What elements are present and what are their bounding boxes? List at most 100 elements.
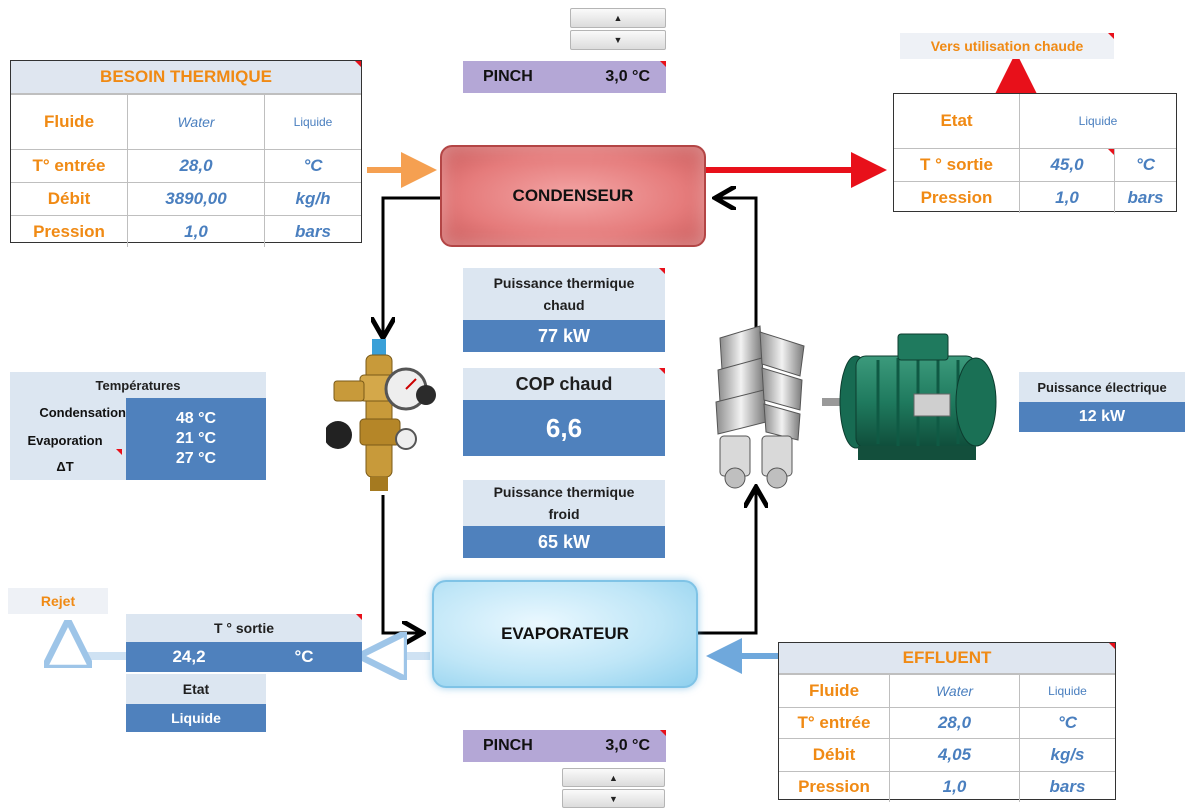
utilisation-pression-unit: bars [1114,182,1176,213]
effluent-debit-label: Débit [812,745,856,764]
effluent-title: EFFLUENT [779,643,1115,674]
besoin-fluide-state[interactable]: Liquide [264,95,361,149]
utilisation-table: Etat Liquide T ° sortie 45,0 °C Pression… [893,93,1177,213]
spinner-down-icon: ▼ [613,35,623,45]
table-row: Pression 1,0 bars [11,215,361,247]
puissance-chaud-line1: Puissance thermique [493,275,635,291]
effluent-temp-unit: °C [1019,708,1115,738]
pinch-bottom: PINCH 3,0 °C [463,730,666,762]
evaporateur-label: EVAPORATEUR [501,624,629,643]
effluent-table: EFFLUENT Fluide Water Liquide T° entrée … [778,642,1116,802]
effluent-pression-unit: bars [1019,772,1115,802]
table-row: Débit 4,05 kg/s [779,738,1115,771]
besoin-temp-unit: °C [264,150,361,182]
pinch-bottom-spinner-up[interactable]: ▲ [562,768,665,787]
besoin-debit-label: Débit [47,189,91,208]
utilisation-temp-unit: °C [1114,149,1176,181]
besoin-temp-value[interactable]: 28,0 [127,150,264,182]
besoin-temp-label: T° entrée [32,156,106,175]
rejet-tsortie-value[interactable]: 24,2 [172,647,206,666]
besoin-pression-label: Pression [33,221,105,241]
utilisation-pression-value[interactable]: 1,0 [1019,182,1114,213]
puissance-chaud-line2: chaud [543,297,585,313]
temp-condensation-value: 48 °C [175,410,217,427]
temp-flag [116,449,122,455]
puissance-froid-value: 65 kW [463,526,665,558]
effluent-fluide-state[interactable]: Liquide [1019,675,1115,707]
table-row: T° entrée 28,0 °C [779,707,1115,738]
table-row: T ° sortie 45,0 °C [894,148,1176,181]
effluent-fluide-value[interactable]: Water [889,675,1019,707]
pinch-top-value: 3,0 °C [605,68,650,85]
table-row: T° entrée 28,0 °C [11,149,361,182]
pinch-top: PINCH 3,0 °C [463,61,666,93]
temperatures-labels [10,398,126,480]
pinch-top-spinner-up[interactable]: ▲ [570,8,666,28]
rejet-tsortie-unit: °C [294,647,314,666]
besoin-thermique-title: BESOIN THERMIQUE [11,61,361,94]
utilisation-title: Vers utilisation chaude [900,33,1114,59]
utilisation-etat-value[interactable]: Liquide [1019,94,1176,148]
pinch-bottom-value: 3,0 °C [605,737,650,754]
besoin-pression-value[interactable]: 1,0 [127,216,264,247]
expansion-valve-icon [326,339,436,491]
rejet-title: Rejet [8,588,108,614]
temp-evaporation-label: Evaporation [27,433,103,448]
temperatures-title: Températures [10,372,266,398]
effluent-debit-unit: kg/s [1019,739,1115,771]
temp-delta-value: 27 °C [175,450,217,467]
temp-condensation-label: Condensation [39,405,126,420]
utilisation-title-text: Vers utilisation chaude [930,38,1084,54]
effluent-pression-value[interactable]: 1,0 [889,772,1019,802]
table-row: Fluide Water Liquide [11,94,361,149]
table-row: Fluide Water Liquide [779,674,1115,707]
besoin-pression-unit: bars [264,216,361,247]
besoin-debit-unit: kg/h [264,183,361,215]
temp-delta-label: ΔT [56,459,74,474]
loop-cond-to-valve [383,196,440,335]
cop-label: COP chaud [463,368,665,400]
pinch-bottom-label: PINCH [483,737,533,754]
pinch-bottom-spinner-down[interactable]: ▼ [562,789,665,808]
condenseur: CONDENSEUR [440,145,706,247]
screw-compressor-icon [715,325,805,489]
effluent-fluide-label: Fluide [808,681,860,700]
effluent-pression-label: Pression [798,777,870,796]
besoin-fluide-label: Fluide [43,112,95,131]
evaporateur: EVAPORATEUR [432,580,698,688]
temperatures-values: 48 °C 21 °C 27 °C [126,398,266,480]
besoin-thermique-table: BESOIN THERMIQUE Fluide Water Liquide T°… [10,60,362,247]
besoin-debit-value[interactable]: 3890,00 [127,183,264,215]
utilisation-etat-label: Etat [940,111,973,130]
spinner-down-icon: ▼ [609,793,618,804]
electric-motor-icon [822,333,997,460]
table-row: Etat Liquide [894,94,1176,148]
utilisation-temp-value[interactable]: 45,0 [1019,149,1114,181]
electrique-label: Puissance électrique [1019,372,1185,402]
table-row: Pression 1,0 bars [894,181,1176,213]
utilisation-pression-label: Pression [920,187,993,207]
effluent-temp-value[interactable]: 28,0 [889,708,1019,738]
loop-valve-to-evap [381,495,420,633]
rejet-tsortie-label: T ° sortie [126,614,362,642]
cop-value: 6,6 [463,400,665,456]
besoin-fluide-value[interactable]: Water [127,95,264,149]
puissance-froid-line2: froid [548,506,580,522]
pinch-top-spinner-down[interactable]: ▼ [570,30,666,50]
rejet-etat-label: Etat [126,674,266,704]
pinch-top-label: PINCH [483,68,533,85]
puissance-chaud-label: Puissance thermique chaud [463,268,665,320]
loop-comp-to-cond [718,198,758,333]
puissance-froid-line1: Puissance thermique [493,484,635,500]
rejet-etat-value[interactable]: Liquide [126,704,266,732]
temp-evaporation-value: 21 °C [175,430,217,447]
loop-evap-to-comp [697,490,756,635]
condenseur-label: CONDENSEUR [512,186,634,205]
rejet-arrow [68,636,126,656]
effluent-debit-value[interactable]: 4,05 [889,739,1019,771]
effluent-temp-label: T° entrée [797,713,871,732]
spinner-up-icon: ▲ [613,13,623,23]
table-row: Pression 1,0 bars [779,771,1115,802]
spinner-up-icon: ▲ [609,772,618,783]
